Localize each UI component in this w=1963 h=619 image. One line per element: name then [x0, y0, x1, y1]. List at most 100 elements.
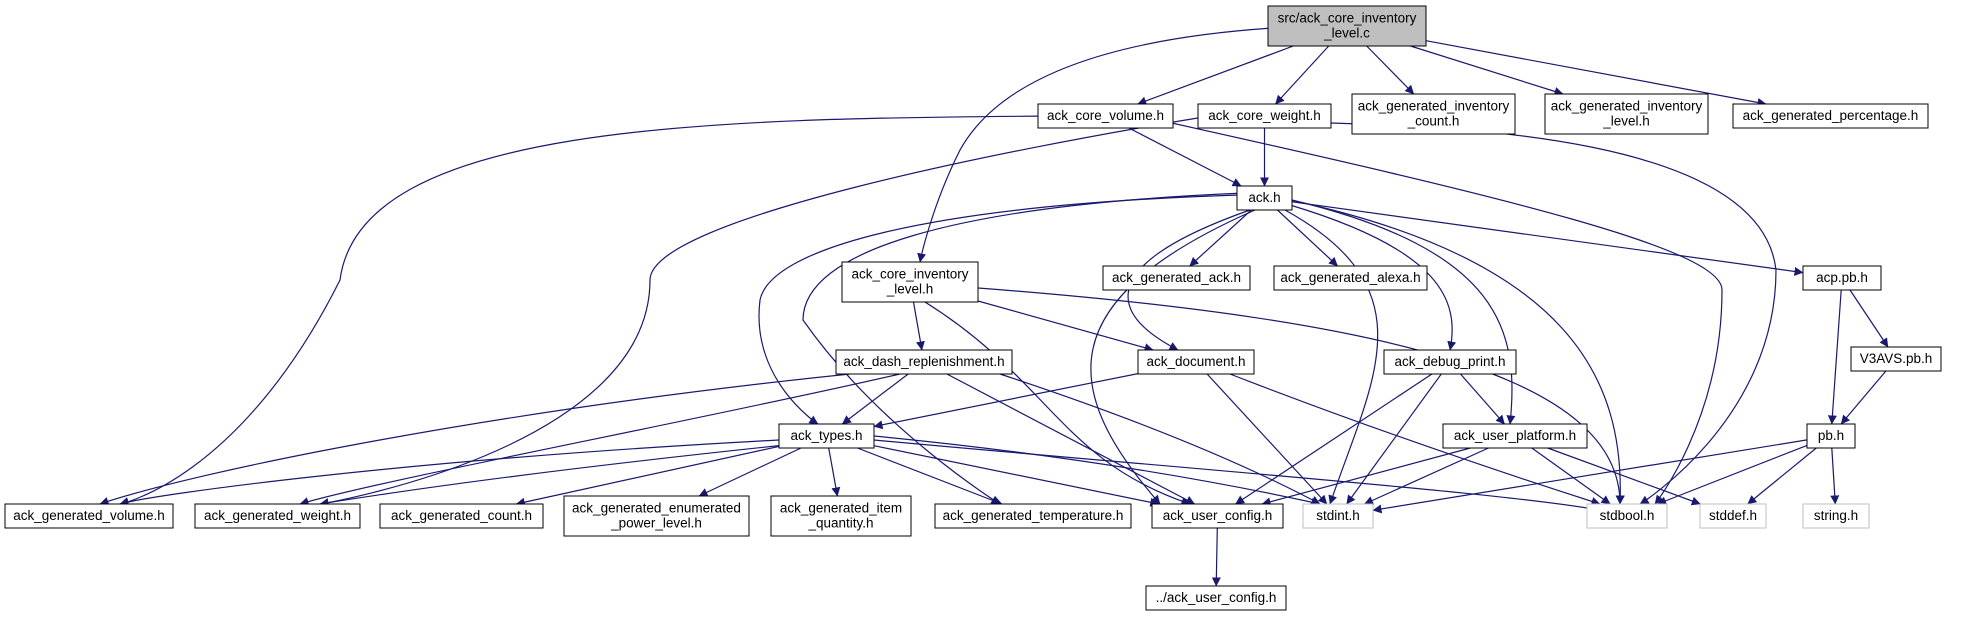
- node-box: [1102, 265, 1251, 291]
- edge-ack-to-stdint: [1284, 209, 1379, 505]
- node-v3avs[interactable]: V3AVS.pb.h: [1850, 346, 1942, 372]
- node-label: _level.h: [1602, 114, 1650, 129]
- node-gen-alexa[interactable]: ack_generated_alexa.h: [1273, 265, 1428, 291]
- node-label: ack_generated_percentage.h: [1743, 108, 1919, 123]
- edge-ack-to-types: [758, 194, 1241, 425]
- node-document[interactable]: ack_document.h: [1137, 349, 1255, 375]
- node-box: [563, 495, 750, 537]
- node-label: _power_level.h: [610, 516, 702, 531]
- node-gen-item-qty[interactable]: ack_generated_item_quantity.h: [770, 495, 912, 537]
- edge-user_platform-to-user_config: [1261, 447, 1471, 507]
- edge-types-to-gen_temperature: [857, 447, 1003, 506]
- edge-core_inv_level_h-to-user_config: [924, 301, 1191, 506]
- edge-pb-to-stdint: [1372, 439, 1808, 514]
- node-gen-temperature[interactable]: ack_generated_temperature.h: [934, 503, 1132, 529]
- node-gen-inv-level[interactable]: ack_generated_inventory_level.h: [1544, 93, 1709, 135]
- node-label: string.h: [1814, 508, 1858, 523]
- edge-acp_pb-to-pb: [1827, 289, 1842, 425]
- node-label: ack_types.h: [790, 428, 862, 443]
- node-label: ack_core_weight.h: [1208, 108, 1321, 123]
- node-label: ack_user_platform.h: [1454, 428, 1576, 443]
- node-gen-weight[interactable]: ack_generated_weight.h: [194, 503, 361, 529]
- node-layer: src/ack_core_inventory_level.c ack_core_v…: [4, 5, 1942, 611]
- edge-types-to-gen_item_qty: [828, 447, 841, 497]
- node-acp-pb[interactable]: acp.pb.h: [1802, 265, 1882, 291]
- edge-dash-to-types: [841, 373, 909, 425]
- node-gen-volume[interactable]: ack_generated_volume.h: [4, 503, 174, 529]
- node-box: [194, 503, 361, 529]
- node-user-config[interactable]: ack_user_config.h: [1151, 503, 1284, 529]
- edge-debug_print-to-user_platform: [1460, 373, 1505, 425]
- node-box: [1802, 265, 1882, 291]
- edge-dash-to-gen_volume: [99, 373, 851, 506]
- node-stdint[interactable]: stdint.h: [1302, 503, 1374, 529]
- node-core-inv-level-h[interactable]: ack_core_inventory_level.h: [841, 261, 979, 303]
- node-label: ack_document.h: [1146, 354, 1245, 369]
- edge-document-to-types: [873, 373, 1139, 430]
- node-label: ../ack_user_config.h: [1156, 590, 1277, 605]
- edge-core_inv_level_h-to-document: [977, 300, 1154, 353]
- edge-types-to-gen_weight: [319, 444, 786, 508]
- edge-root-to-gen_percentage: [1425, 40, 1767, 107]
- node-types[interactable]: ack_types.h: [778, 423, 875, 449]
- edge-debug_print-to-stdint: [1346, 373, 1442, 505]
- node-gen-inv-count[interactable]: ack_generated_inventory_count.h: [1351, 93, 1516, 135]
- node-gen-enum-power[interactable]: ack_generated_enumerated_power_level.h: [563, 495, 750, 537]
- node-box: [1273, 265, 1428, 291]
- edge-document-to-stdbool: [1229, 373, 1601, 506]
- node-label: V3AVS.pb.h: [1860, 351, 1933, 366]
- edge-document-to-stdint: [1206, 373, 1328, 505]
- edge-core_volume-to-ack: [1128, 127, 1242, 187]
- edge-v3avs-to-pb: [1840, 370, 1887, 425]
- node-label: _level.h: [886, 282, 934, 297]
- node-label: _count.h: [1407, 114, 1460, 129]
- node-box: [1802, 503, 1870, 529]
- edge-types-to-gen_count: [515, 445, 780, 507]
- node-core-volume[interactable]: ack_core_volume.h: [1037, 103, 1174, 129]
- node-pb[interactable]: pb.h: [1806, 423, 1856, 449]
- node-label: _level.c: [1323, 26, 1370, 41]
- edge-pb-to-stddef: [1747, 447, 1817, 505]
- node-label: ack_generated_inventory: [1551, 99, 1703, 114]
- node-user-platform[interactable]: ack_user_platform.h: [1442, 423, 1588, 449]
- node-label: ack_generated_temperature.h: [943, 508, 1124, 523]
- node-box: [1197, 103, 1332, 129]
- node-gen-percentage[interactable]: ack_generated_percentage.h: [1732, 103, 1929, 129]
- edge-root-to-core_weight: [1275, 45, 1330, 105]
- node-box: [1586, 503, 1668, 529]
- node-box: [1806, 423, 1856, 449]
- node-stdbool[interactable]: stdbool.h: [1586, 503, 1668, 529]
- node-label: src/ack_core_inventory: [1278, 11, 1417, 26]
- edge-ack-to-user_config: [1090, 209, 1256, 505]
- node-root[interactable]: src/ack_core_inventory_level.c: [1267, 5, 1427, 47]
- node-parent-user-config[interactable]: ../ack_user_config.h: [1145, 585, 1287, 611]
- edge-pb-to-string: [1830, 447, 1840, 505]
- node-gen-count[interactable]: ack_generated_count.h: [379, 503, 544, 529]
- node-gen-ack[interactable]: ack_generated_ack.h: [1102, 265, 1251, 291]
- node-core-weight[interactable]: ack_core_weight.h: [1197, 103, 1332, 129]
- node-label: ack_core_inventory: [851, 267, 968, 282]
- node-box: [1383, 349, 1517, 375]
- node-string[interactable]: string.h: [1802, 503, 1870, 529]
- node-dash[interactable]: ack_dash_replenishment.h: [835, 349, 1013, 375]
- node-box: [770, 495, 912, 537]
- node-label: stddef.h: [1709, 508, 1757, 523]
- node-ack[interactable]: ack.h: [1236, 185, 1293, 211]
- node-box: [1137, 349, 1255, 375]
- node-box: [778, 423, 875, 449]
- edge-root-to-gen_inv_level: [1410, 45, 1564, 96]
- edge-ack-to-gen_ack: [1189, 209, 1252, 267]
- node-label: ack_generated_weight.h: [204, 508, 351, 523]
- node-label: ack_generated_enumerated: [572, 501, 741, 516]
- edge-core_volume-to-stdbool: [1139, 115, 1723, 505]
- node-label: ack.h: [1248, 190, 1280, 205]
- node-label: ack_generated_volume.h: [13, 508, 165, 523]
- node-label: ack_debug_print.h: [1394, 354, 1505, 369]
- edge-types-to-user_config: [873, 445, 1160, 507]
- node-stddef[interactable]: stddef.h: [1699, 503, 1767, 529]
- edge-core_inv_level_h-to-dash: [912, 301, 925, 351]
- node-box: [1351, 93, 1516, 135]
- node-box: [1732, 103, 1929, 129]
- node-debug-print[interactable]: ack_debug_print.h: [1383, 349, 1517, 375]
